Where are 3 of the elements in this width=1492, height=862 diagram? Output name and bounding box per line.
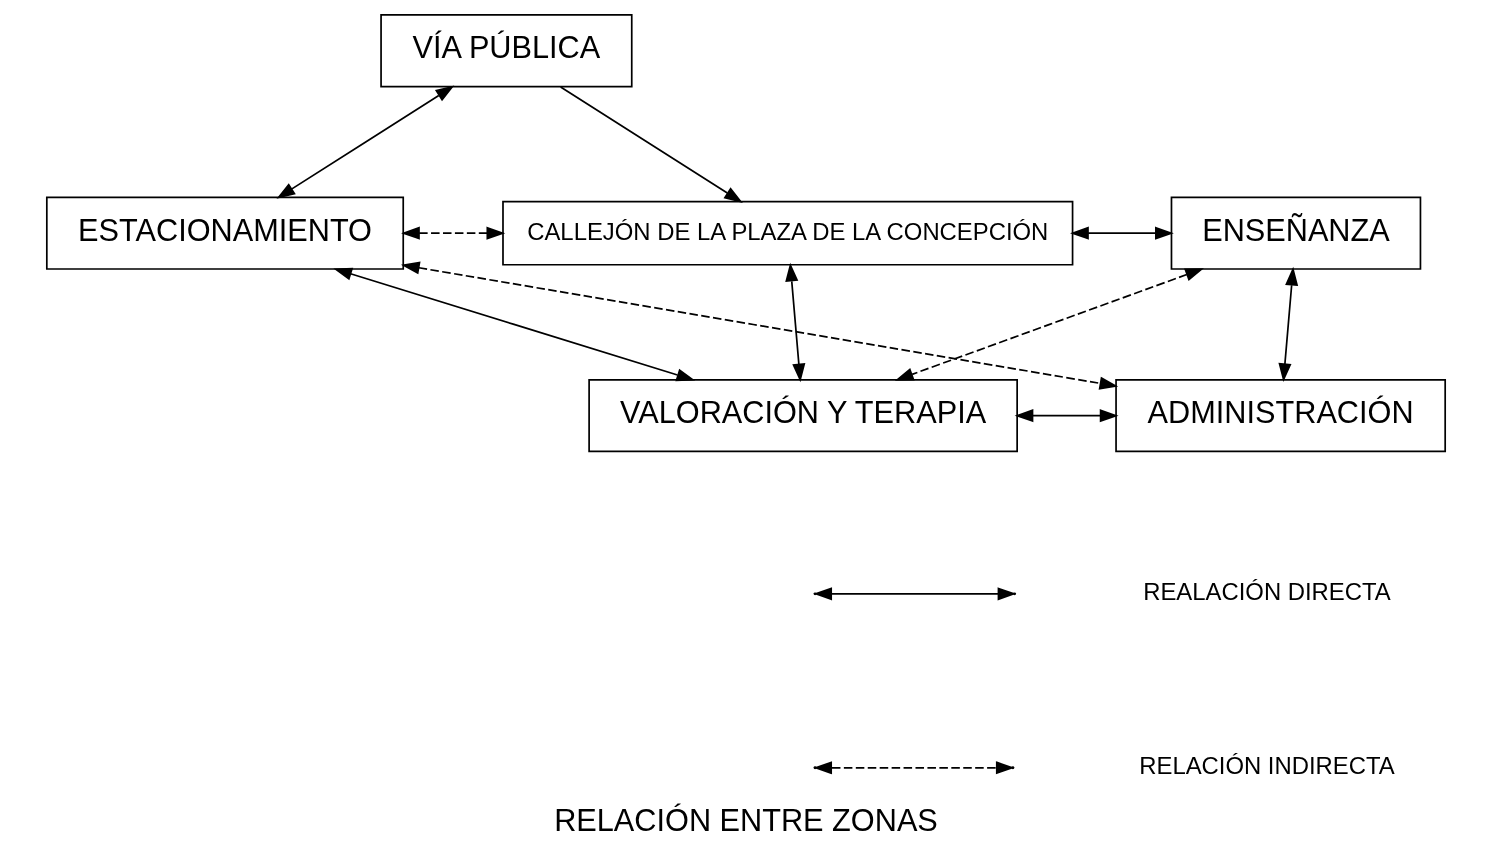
- caption: RELACIÓN ENTRE ZONAS: [554, 802, 938, 838]
- legend-label: RELACIÓN INDIRECTA: [1139, 752, 1395, 780]
- legend-label: REALACIÓN DIRECTA: [1143, 578, 1391, 606]
